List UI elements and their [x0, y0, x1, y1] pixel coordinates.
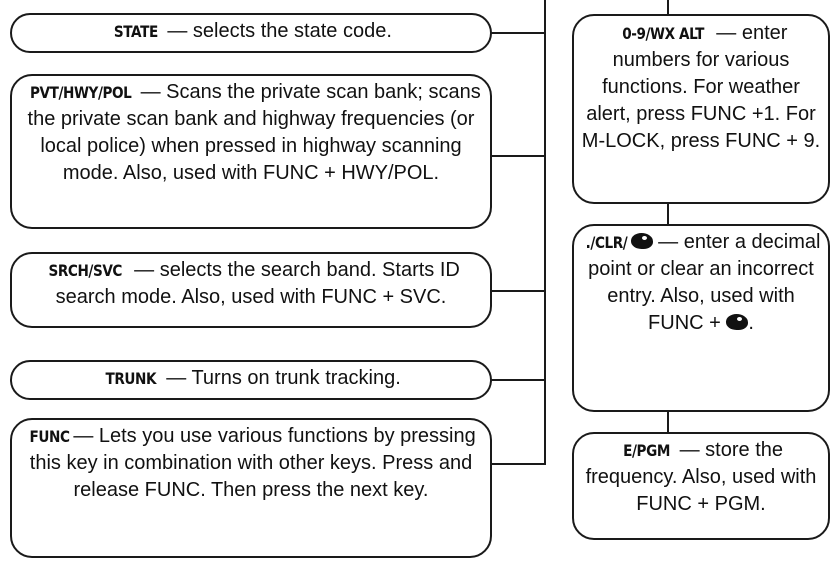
key-name: 0-9/WX ALT: [621, 24, 704, 43]
blob-icon: [630, 233, 653, 249]
left-vertical-connector: [544, 0, 546, 465]
connector-pvt: [490, 155, 546, 157]
key-box-0-9-wx-alt: 0-9/WX ALT — enter numbers for various f…: [572, 14, 830, 204]
key-description: — Lets you use various functions by pres…: [29, 425, 476, 501]
key-name: PVT/HWY/POL: [30, 83, 132, 102]
connector-srch: [490, 290, 546, 292]
key-description-end: .: [748, 312, 754, 334]
key-box-trunk: TRUNK — Turns on trunk tracking.: [10, 360, 492, 400]
connector-func: [490, 463, 546, 465]
key-box-func: FUNC— Lets you use various functions by …: [10, 418, 492, 558]
key-box-state: STATE — selects the state code.: [10, 13, 492, 53]
key-name: E/PGM: [623, 441, 670, 460]
connector-state: [490, 32, 546, 34]
key-description: — Turns on trunk tracking.: [160, 367, 401, 389]
key-name: FUNC: [29, 427, 70, 446]
key-description: — store the frequency. Also, used with F…: [585, 439, 817, 515]
connector-trunk: [490, 379, 546, 381]
key-description: — selects the search band. Starts ID sea…: [55, 259, 460, 308]
right-mid-connector: [667, 202, 669, 226]
key-name: ./CLR/: [585, 233, 627, 252]
key-description: — enter numbers for various functions. F…: [581, 22, 821, 152]
key-description: — Scans the private scan bank; scans the…: [27, 81, 481, 184]
key-box-e-pgm: E/PGM — store the frequency. Also, used …: [572, 432, 830, 540]
right-bottom-connector: [667, 410, 669, 434]
right-top-connector: [667, 0, 669, 16]
key-name: TRUNK: [105, 369, 157, 388]
blob-icon: [726, 314, 749, 330]
key-name: STATE: [113, 22, 158, 41]
key-box-clr: ./CLR/ — enter a decimal point or clear …: [572, 224, 830, 412]
key-box-srch-svc: SRCH/SVC — selects the search band. Star…: [10, 252, 492, 328]
key-description: — selects the state code.: [161, 20, 392, 42]
key-box-pvt-hwy-pol: PVT/HWY/POL— Scans the private scan bank…: [10, 74, 492, 229]
key-description: — enter a decimal point or clear an inco…: [588, 231, 821, 334]
key-name: SRCH/SVC: [48, 261, 123, 280]
